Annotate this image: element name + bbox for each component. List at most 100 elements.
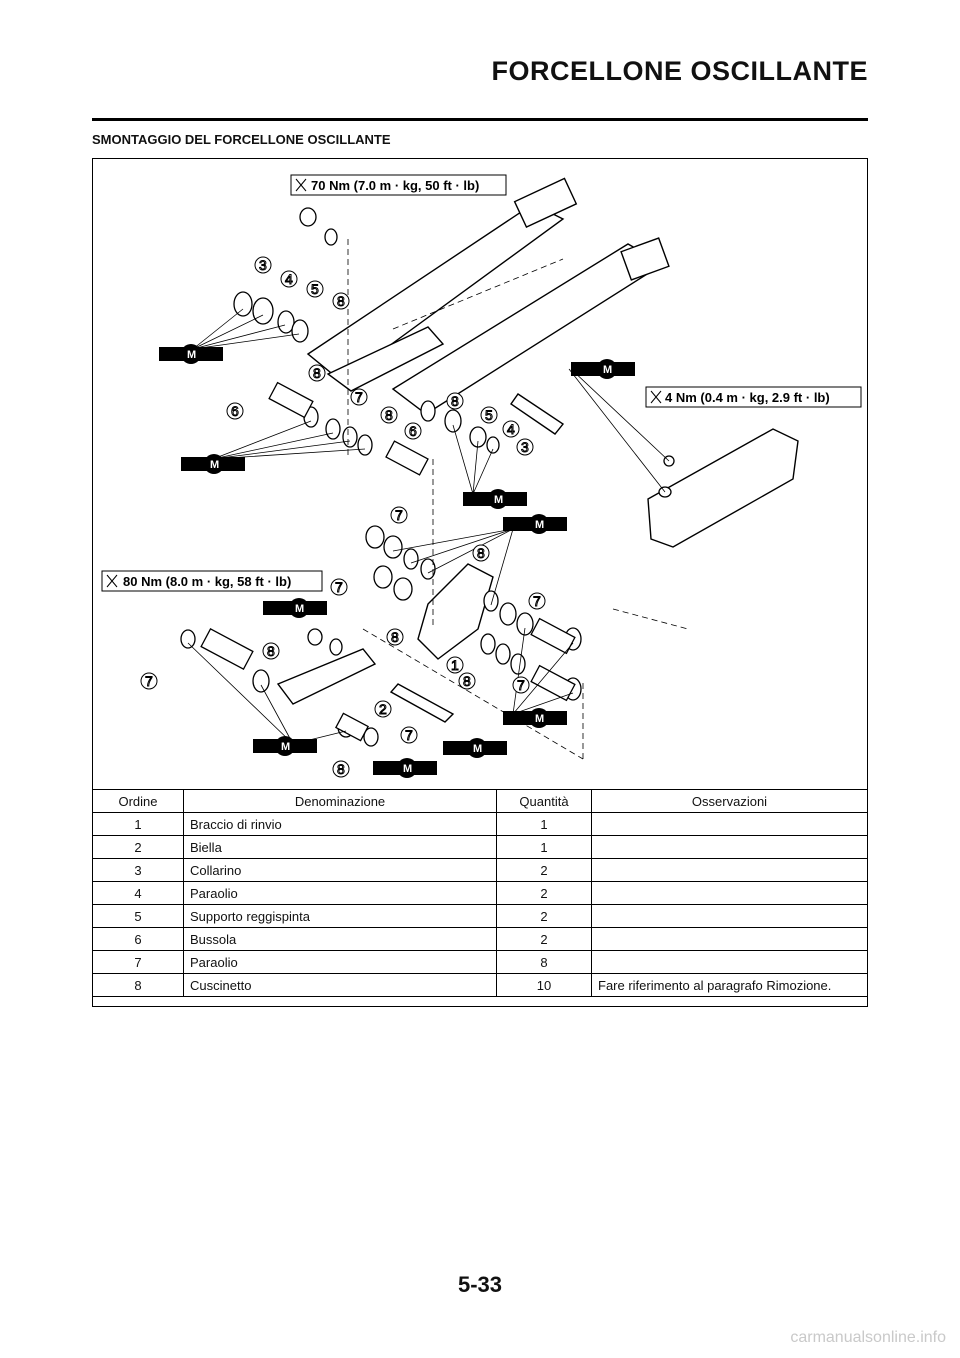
exploded-diagram: 70 Nm (7.0 m · kg, 50 ft · lb) 4 Nm (0.4…	[101, 174, 862, 778]
svg-text:8: 8	[337, 761, 345, 777]
svg-text:4: 4	[285, 271, 293, 287]
svg-text:7: 7	[335, 579, 343, 595]
svg-text:3: 3	[259, 257, 267, 273]
table-cell: 1	[92, 812, 184, 836]
svg-text:7: 7	[355, 389, 363, 405]
table-cell: 7	[92, 950, 184, 974]
table-header-row: Ordine Denominazione Quantità Osservazio…	[92, 789, 868, 813]
svg-text:4 Nm (0.4 m · kg, 2.9 ft · lb): 4 Nm (0.4 m · kg, 2.9 ft · lb)	[665, 390, 830, 405]
svg-text:3: 3	[521, 439, 529, 455]
lower-bolt	[389, 683, 455, 723]
table-cell: 1	[496, 812, 592, 836]
torque-label-1: 70 Nm (7.0 m · kg, 50 ft · lb)	[290, 174, 507, 196]
swingarm-pivot-cross	[326, 326, 445, 392]
header-rule	[92, 118, 868, 121]
relay-arm	[417, 563, 494, 660]
svg-text:7: 7	[405, 727, 413, 743]
table-cell: 3	[92, 858, 184, 882]
grease-symbols: M M M M M M M M M M	[159, 344, 635, 778]
svg-text:M: M	[494, 494, 503, 506]
svg-text:6: 6	[231, 403, 239, 419]
svg-text:5: 5	[311, 281, 319, 297]
table-cell: Braccio di rinvio	[183, 812, 497, 836]
svg-text:M: M	[210, 459, 219, 471]
svg-text:M: M	[403, 763, 412, 775]
svg-text:8: 8	[451, 393, 459, 409]
column-header: Quantità	[496, 789, 592, 813]
svg-text:7: 7	[395, 507, 403, 523]
torque-label-2: 4 Nm (0.4 m · kg, 2.9 ft · lb)	[645, 386, 862, 408]
table-cell: 8	[496, 950, 592, 974]
watermark: carmanualsonline.info	[790, 1329, 946, 1346]
svg-text:8: 8	[391, 629, 399, 645]
pivot-shaft	[510, 393, 565, 435]
table-cell: Fare riferimento al paragrafo Rimozione.	[591, 973, 868, 997]
svg-text:M: M	[535, 519, 544, 531]
table-cell	[591, 881, 868, 905]
svg-text:M: M	[603, 364, 612, 376]
table-cell	[591, 950, 868, 974]
svg-text:M: M	[281, 741, 290, 753]
table-cell	[591, 812, 868, 836]
callouts: 3 4 5 8 8 6 7 8 6 8 5 4 3 7 8 7 7 8 1 8 …	[140, 256, 546, 778]
table-cell: Supporto reggispinta	[183, 904, 497, 928]
section-title: SMONTAGGIO DEL FORCELLONE OSCILLANTE	[92, 132, 391, 147]
svg-text:8: 8	[267, 643, 275, 659]
table-cell: 2	[92, 835, 184, 859]
swingarm-left-arm	[306, 203, 565, 382]
svg-text:8: 8	[477, 545, 485, 561]
torque-label-3: 80 Nm (8.0 m · kg, 58 ft · lb)	[101, 570, 323, 592]
svg-text:5: 5	[485, 407, 493, 423]
svg-text:7: 7	[533, 593, 541, 609]
table-cell: Cuscinetto	[183, 973, 497, 997]
svg-text:M: M	[535, 713, 544, 725]
svg-text:2: 2	[379, 701, 387, 717]
svg-text:8: 8	[463, 673, 471, 689]
column-header: Osservazioni	[591, 789, 868, 813]
table-cell: 1	[496, 835, 592, 859]
column-header: Denominazione	[183, 789, 497, 813]
torque-wrench-icon	[295, 178, 307, 192]
table-cell: 2	[496, 904, 592, 928]
column-header: Ordine	[92, 789, 184, 813]
table-cell: Collarino	[183, 858, 497, 882]
svg-text:M: M	[473, 743, 482, 755]
content-frame: 70 Nm (7.0 m · kg, 50 ft · lb) 4 Nm (0.4…	[92, 158, 868, 1007]
torque-wrench-icon	[106, 574, 118, 588]
swingarm-axle-block	[620, 237, 670, 281]
table-cell: 5	[92, 904, 184, 928]
table-cell: Paraolio	[183, 881, 497, 905]
table-cell: 6	[92, 927, 184, 951]
parts-table: Ordine Denominazione Quantità Osservazio…	[92, 789, 868, 997]
table-cell: 10	[496, 973, 592, 997]
svg-text:80 Nm (8.0 m · kg, 58 ft · lb): 80 Nm (8.0 m · kg, 58 ft · lb)	[123, 574, 291, 589]
svg-text:6: 6	[409, 423, 417, 439]
table-cell: 2	[496, 858, 592, 882]
svg-text:7: 7	[145, 673, 153, 689]
svg-text:M: M	[295, 603, 304, 615]
svg-text:8: 8	[313, 365, 321, 381]
table-cell: 2	[496, 881, 592, 905]
table-cell: 4	[92, 881, 184, 905]
chain-guide	[647, 428, 799, 548]
table-cell	[591, 927, 868, 951]
table-cell	[591, 835, 868, 859]
svg-text:4: 4	[507, 421, 515, 437]
svg-text:1: 1	[451, 657, 459, 673]
svg-text:M: M	[187, 349, 196, 361]
table-cell: Biella	[183, 835, 497, 859]
table-cell	[591, 904, 868, 928]
table-cell: 8	[92, 973, 184, 997]
page-number: 5-33	[457, 1272, 503, 1297]
connecting-rod	[276, 648, 377, 705]
table-cell	[591, 858, 868, 882]
torque-wrench-icon	[650, 390, 662, 404]
